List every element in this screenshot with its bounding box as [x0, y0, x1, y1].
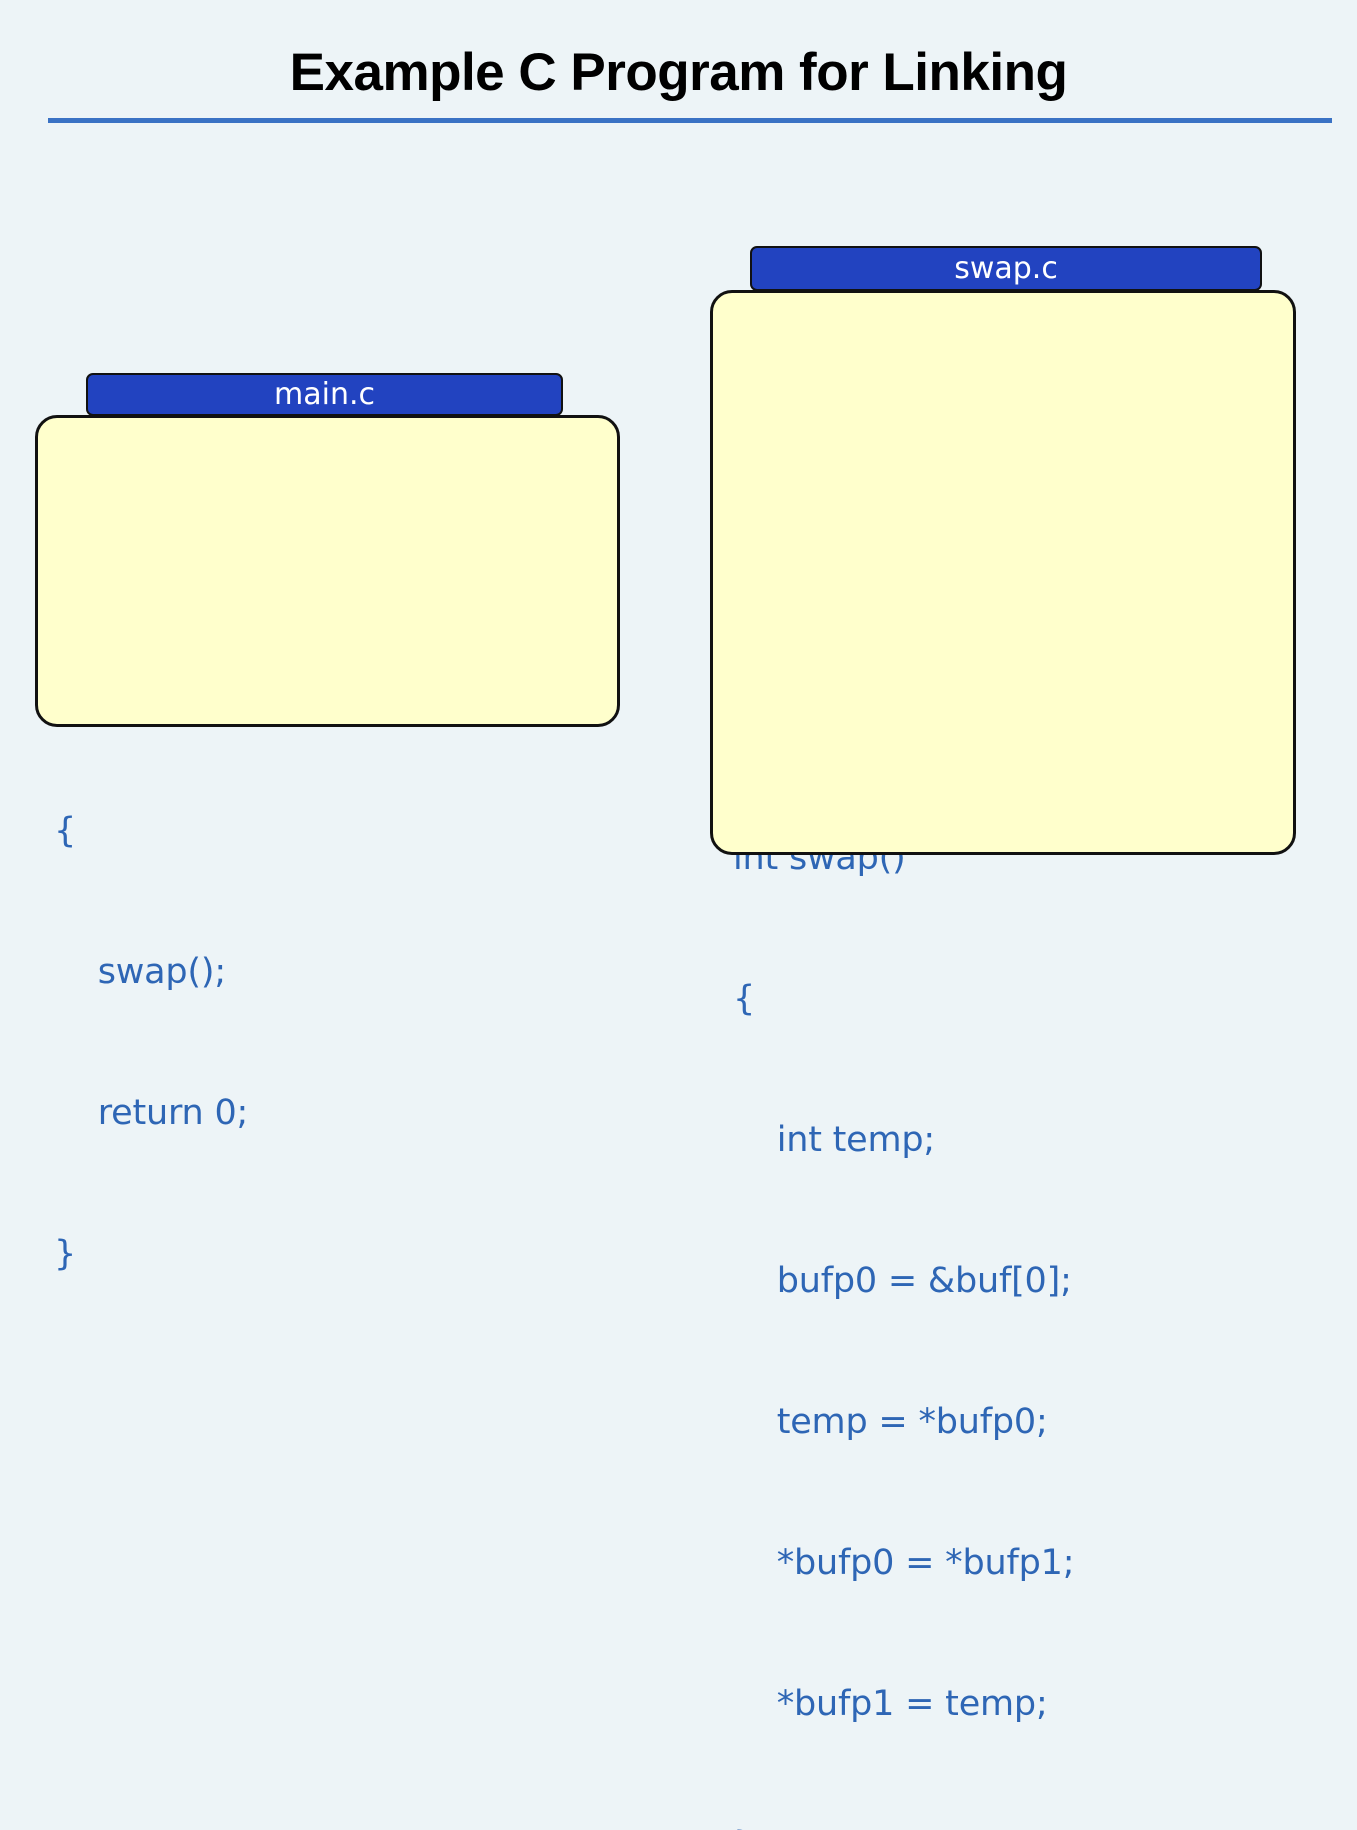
card-tab-label: main.c: [274, 376, 375, 412]
code-line: *bufp0 = *bufp1;: [733, 1543, 1075, 1583]
code-line: {: [733, 979, 756, 1019]
code-line: *bufp1 = temp;: [733, 1684, 1048, 1724]
card-body-swap-c: [710, 290, 1296, 855]
code-line: {: [54, 811, 77, 851]
code-line: }: [54, 1234, 77, 1274]
card-tab-main-c: main.c: [86, 373, 563, 416]
code-line: temp = *bufp0;: [733, 1402, 1048, 1442]
code-line: bufp0 = &buf[0];: [733, 1261, 1072, 1301]
title-divider: [48, 118, 1332, 123]
code-line: return 0;: [54, 1093, 249, 1133]
code-line: int temp;: [733, 1120, 936, 1160]
card-body-main-c: [35, 415, 620, 727]
code-line: swap();: [54, 952, 226, 992]
card-tab-label: swap.c: [954, 250, 1058, 286]
card-tab-swap-c: swap.c: [750, 246, 1262, 291]
page-title: Example C Program for Linking: [289, 43, 1068, 102]
code-line: }: [733, 1822, 1283, 1830]
